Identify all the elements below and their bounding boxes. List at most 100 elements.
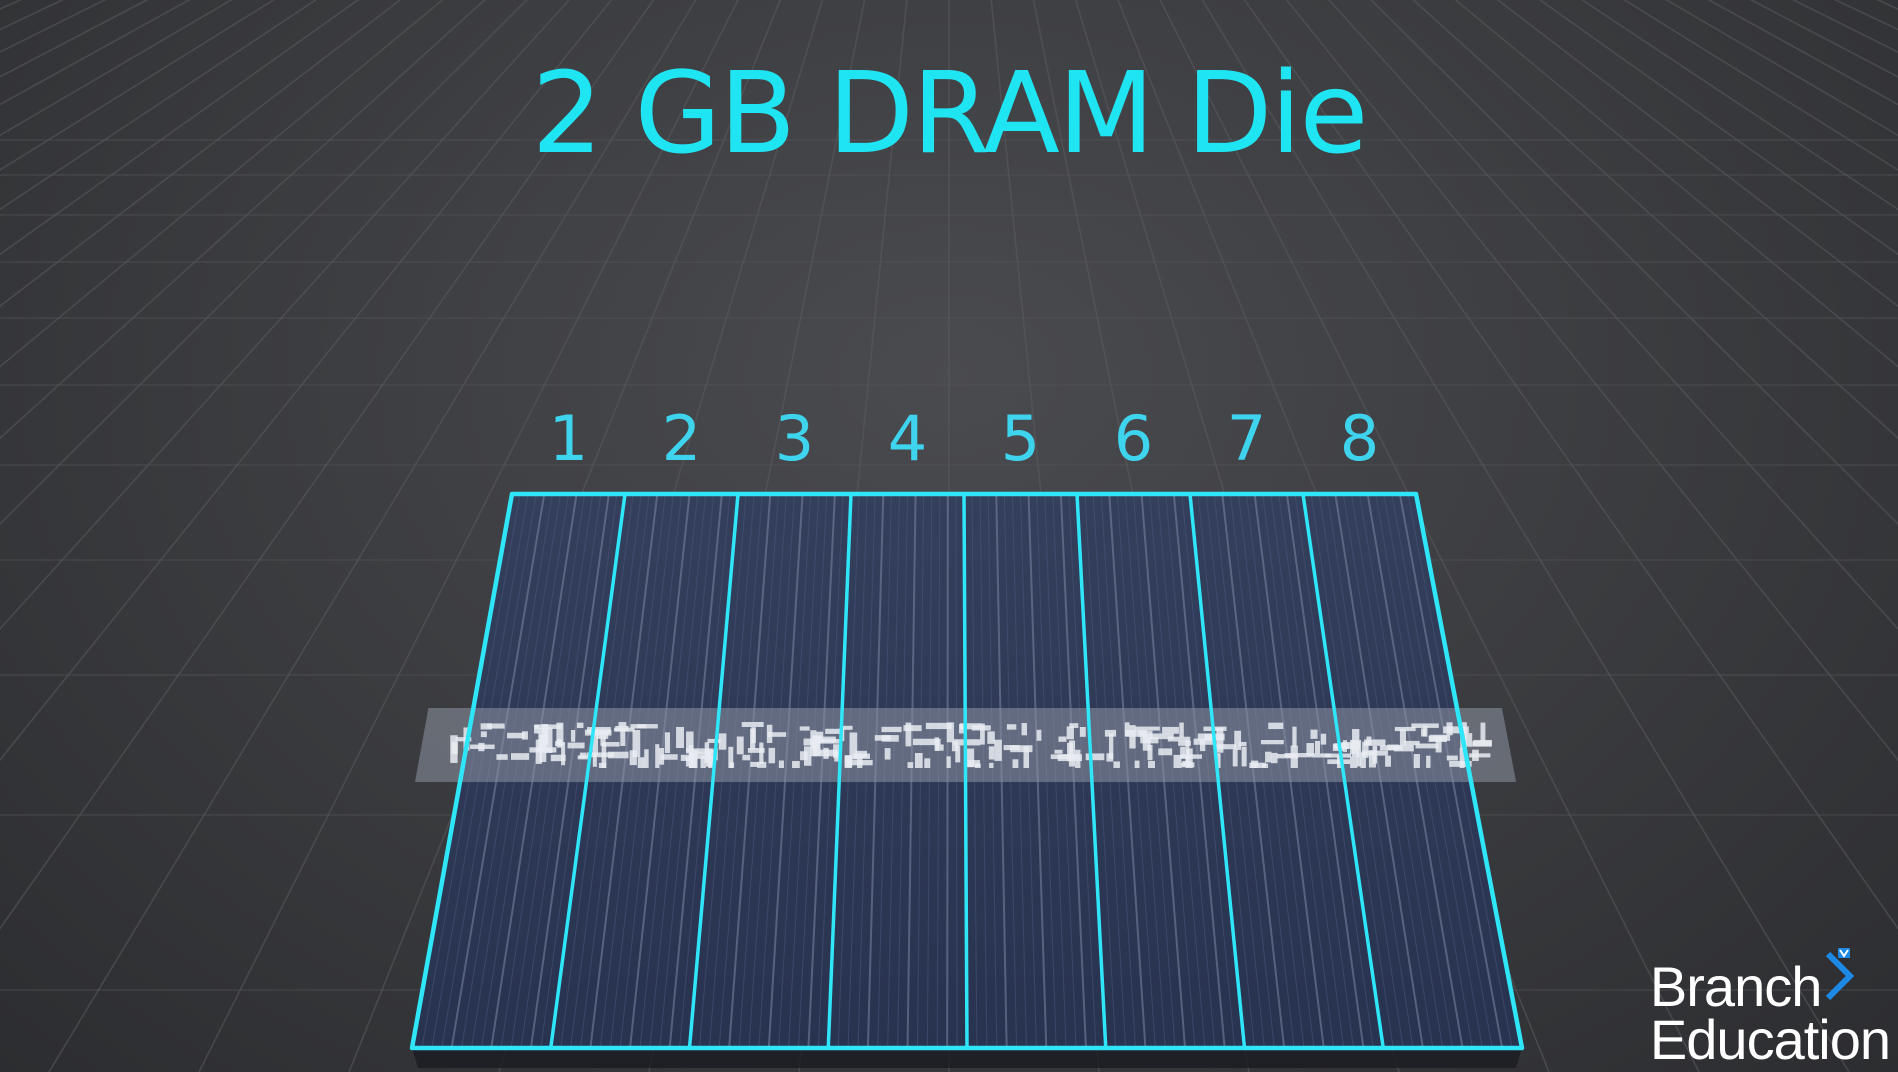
circuit-block	[988, 746, 995, 760]
circuit-block	[1443, 726, 1469, 734]
circuit-block	[800, 751, 808, 761]
floor-grid-line	[0, 0, 528, 526]
circuit-block	[1178, 740, 1191, 746]
logo-mark-icon	[1825, 947, 1855, 1000]
circuit-block	[1260, 740, 1284, 745]
circuit-block	[747, 748, 765, 753]
circuit-block	[1480, 722, 1486, 742]
circuit-block	[792, 761, 800, 768]
circuit-block	[676, 726, 684, 749]
circuit-block	[1465, 733, 1473, 747]
circuit-block	[507, 732, 525, 739]
circuit-block	[686, 748, 713, 754]
floor-grid-line	[0, 0, 571, 631]
circuit-block	[925, 722, 952, 730]
circuit-block	[705, 749, 714, 767]
circuit-block	[1385, 755, 1391, 767]
circuit-block	[632, 730, 641, 758]
circuit-block	[592, 728, 599, 756]
circuit-block	[618, 722, 627, 728]
circuit-block	[905, 722, 912, 747]
circuit-block	[1469, 753, 1491, 758]
circuit-block	[1147, 761, 1156, 768]
circuit-block	[579, 752, 587, 759]
circuit-block	[1387, 744, 1399, 751]
circuit-block	[924, 758, 931, 768]
circuit-block	[1113, 761, 1120, 768]
circuit-block	[833, 744, 840, 758]
circuit-block	[935, 744, 944, 751]
circuit-block	[1368, 750, 1376, 768]
circuit-block	[535, 739, 543, 764]
circuit-block	[1356, 740, 1362, 767]
circuit-block	[592, 753, 597, 767]
circuit-block	[664, 732, 671, 754]
floor-grid-line	[1370, 0, 1898, 526]
circuit-block	[1140, 736, 1159, 744]
circuit-block	[1314, 740, 1321, 754]
circuit-block	[1393, 744, 1414, 752]
floor-grid-line	[48, 0, 697, 1072]
circuit-block	[521, 731, 528, 740]
circuit-block	[680, 754, 692, 761]
circuit-block	[1241, 746, 1247, 767]
circuit-block	[1023, 745, 1030, 768]
circuit-block	[823, 747, 829, 759]
circuit-block	[637, 724, 647, 729]
page-title: 2 GB DRAM Die	[531, 49, 1369, 179]
bank-divider	[962, 493, 969, 1049]
circuit-block	[1415, 743, 1439, 749]
circuit-block	[974, 763, 981, 768]
circuit-block	[1138, 730, 1153, 737]
peripheral-circuit-strip	[415, 708, 1517, 782]
circuit-block	[1135, 726, 1160, 731]
circuit-block	[567, 742, 585, 749]
circuit-block	[759, 742, 764, 764]
circuit-block	[620, 728, 626, 747]
circuit-block	[510, 753, 530, 760]
bank-divider	[826, 493, 853, 1049]
circuit-block	[570, 729, 576, 742]
circuit-block	[451, 742, 458, 754]
circuit-block	[637, 757, 645, 768]
circuit-block	[586, 752, 615, 758]
bank-divider	[1075, 493, 1108, 1049]
circuit-block	[576, 722, 584, 729]
circuit-block	[1364, 739, 1386, 746]
circuit-block	[1167, 736, 1191, 742]
circuit-block	[1058, 736, 1067, 742]
circuit-block	[689, 753, 697, 768]
circuit-block	[1413, 754, 1420, 768]
circuit-block	[989, 762, 994, 768]
circuit-block	[1426, 755, 1431, 768]
circuit-block	[1185, 740, 1190, 766]
circuit-block	[718, 733, 727, 750]
circuit-block	[1180, 746, 1186, 759]
circuit-block	[1162, 726, 1179, 734]
floor-grid-line	[348, 0, 781, 1072]
circuit-block	[987, 731, 995, 744]
bank-label-6: 6	[1114, 402, 1153, 475]
circuit-block	[844, 755, 853, 768]
bank-label-1: 1	[549, 402, 588, 475]
circuit-block	[685, 756, 691, 767]
circuit-block	[1403, 740, 1420, 746]
floor-grid-line	[1201, 0, 1850, 1072]
circuit-block	[852, 753, 870, 759]
circuit-block	[534, 724, 562, 729]
circuit-block	[600, 735, 606, 746]
circuit-block	[480, 723, 493, 730]
circuit-block	[1203, 726, 1227, 731]
circuit-block	[907, 762, 914, 768]
circuit-block	[478, 742, 485, 752]
circuit-block	[1179, 722, 1184, 738]
circuit-block	[1075, 749, 1081, 768]
circuit-block	[613, 727, 635, 732]
circuit-block	[1054, 749, 1063, 754]
circuit-block	[1124, 722, 1130, 737]
floor-grid-line	[0, 0, 444, 368]
circuit-block	[847, 760, 873, 766]
circuit-block	[707, 738, 721, 743]
circuit-block	[545, 727, 553, 753]
